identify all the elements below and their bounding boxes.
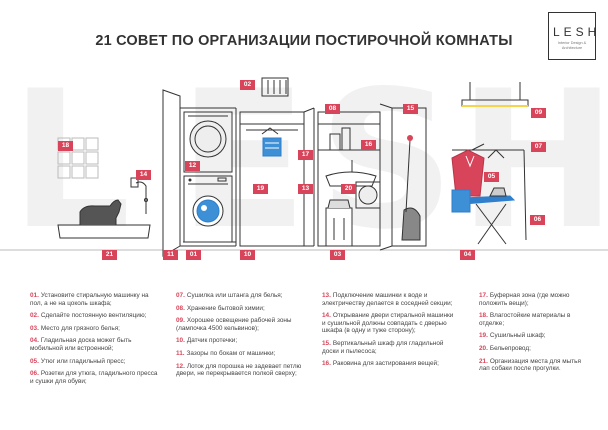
badge-08: 08 [325,104,340,114]
badge-04: 04 [460,250,475,260]
badge-18: 18 [58,141,73,151]
badge-14: 14 [136,170,151,180]
tips-column-1: 01.Установите стиральную машинку на пол,… [30,292,160,390]
tip-16: 16.Раковина для застирования вещей; [322,360,439,368]
tip-03: 03.Место для грязного белья; [30,324,120,332]
tip-08: 08.Хранение бытовой химии; [176,304,265,312]
badge-01: 01 [186,250,201,260]
tip-04: 04.Гладильная доска может быть мобильной… [30,337,132,352]
badge-11: 11 [163,250,178,260]
badge-07: 07 [531,142,546,152]
tip-20: 20.Бельепровод; [479,344,531,352]
badge-15: 15 [403,104,418,114]
logo-name: LESH [553,25,601,39]
ironing-board [451,187,516,245]
badge-06: 06 [530,215,545,225]
tip-10: 10.Датчик протечки; [176,337,238,345]
badge-20: 20 [341,184,356,194]
badge-17: 17 [298,150,313,160]
badge-21: 21 [102,250,117,260]
tip-14: 14.Открывание двери стиральной машинки и… [322,312,454,335]
ventilation-grille [261,77,289,97]
tip-06: 06.Розетки для утюга, гладильного пресса… [30,370,158,385]
work-light [461,82,529,107]
tip-19: 19.Сушильный шкаф; [479,332,546,340]
sink-cabinet [317,111,381,247]
tip-15: 15.Вертикальный шкаф для гладильной доск… [322,339,444,355]
vertical-cabinet [379,103,427,251]
drying-cabinet [239,107,315,247]
dog-wash-area [57,199,151,239]
tip-11: 11.Зазоры по бокам от машинки; [176,349,276,357]
badge-05: 05 [484,172,499,182]
badge-10: 10 [240,250,255,260]
tip-21: 21.Организация места для мытья лап собак… [479,357,581,373]
badge-02: 02 [240,80,255,90]
tip-18: 18.Влагостойкие материалы в отделке; [479,312,571,327]
shower-head [130,177,148,214]
tip-01: 01.Установите стиральную машинку на пол,… [30,292,149,307]
tips-column-2: 07.Сушилка или штанга для белья; 08.Хран… [176,292,306,383]
tips-column-4: 17.Буферная зона (где можно положить вещ… [479,292,589,378]
badge-12: 12 [185,161,200,171]
badge-16: 16 [361,140,376,150]
page-title: 21 СОВЕТ ПО ОРГАНИЗАЦИИ ПОСТИРОЧНОЙ КОМН… [95,33,513,49]
washer-dryer-column [179,107,237,247]
tip-09: 09.Хорошее освещение рабочей зоны (лампо… [176,317,292,332]
tip-02: 02.Сделайте постоянную вентиляцию; [30,312,147,320]
badge-19: 19 [253,184,268,194]
badge-03: 03 [330,250,345,260]
badge-09: 09 [531,108,546,118]
clothes-rack [451,143,527,241]
tip-13: 13.Подключение машинки к воде и электрич… [322,292,453,307]
left-cabinet-door [162,89,181,257]
tip-12: 12.Лоток для порошка не задевает петлю д… [176,362,302,378]
tip-17: 17.Буферная зона (где можно положить вещ… [479,292,570,307]
tip-07: 07.Сушилка или штанга для белья; [176,292,283,299]
logo-subtitle: Interior Design & Architecture [557,41,587,50]
tip-05: 05.Утюг или гладильный пресс; [30,357,126,365]
tips-column-3: 13.Подключение машинки к воде и электрич… [322,292,454,373]
laundry-room-illustration [0,77,608,257]
badge-13: 13 [298,184,313,194]
logo: LESH Interior Design & Architecture [548,12,596,60]
